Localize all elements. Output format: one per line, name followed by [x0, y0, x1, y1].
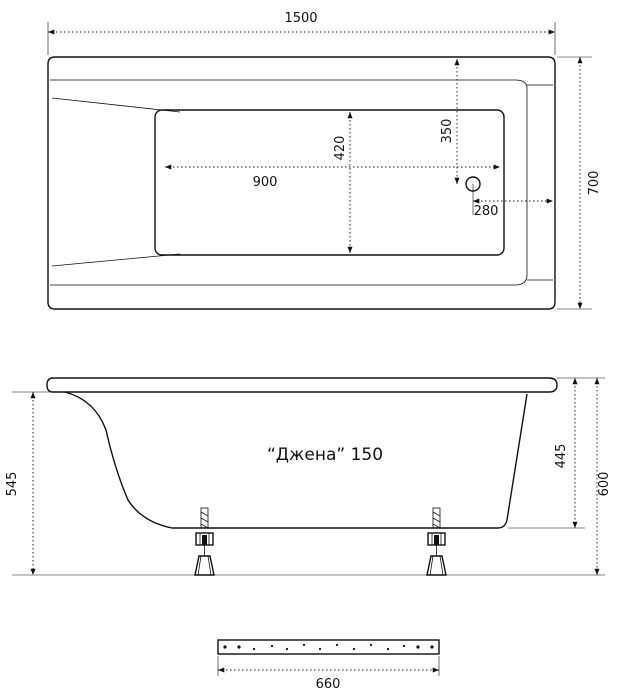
dim-total-height-label: 600 [597, 472, 612, 497]
bracket-holes [223, 643, 434, 651]
tub-inner-basin [154, 109, 505, 256]
tub-outer-rim [47, 56, 556, 310]
bracket-bar [217, 639, 440, 655]
top-view: 1500 700 900 420 350 280 [47, 11, 602, 310]
tub-backrest-slope [51, 97, 181, 267]
dim-tub-depth-label: 445 [554, 444, 569, 469]
dim-inner-length-label: 900 [253, 175, 278, 190]
side-rim [46, 377, 558, 393]
right-leg [426, 507, 447, 576]
side-body [64, 391, 528, 529]
dim-drain-y-label: 350 [440, 119, 455, 144]
dim-inner-width-label: 420 [333, 136, 348, 161]
side-view: “Джена” 150 545 445 600 [5, 377, 612, 576]
dim-bracket-length-label: 660 [316, 677, 341, 692]
left-leg [194, 507, 215, 576]
model-name-label: “Джена” 150 [267, 445, 383, 465]
mounting-bracket: 660 [217, 639, 440, 692]
dim-drain-x-label: 280 [474, 204, 499, 219]
tub-rim-inner-edge [50, 79, 528, 286]
dim-width-label: 700 [587, 171, 602, 196]
tub-end-panel [527, 84, 553, 281]
dim-height-to-floor-label: 545 [5, 472, 20, 497]
dim-length-label: 1500 [284, 11, 317, 26]
